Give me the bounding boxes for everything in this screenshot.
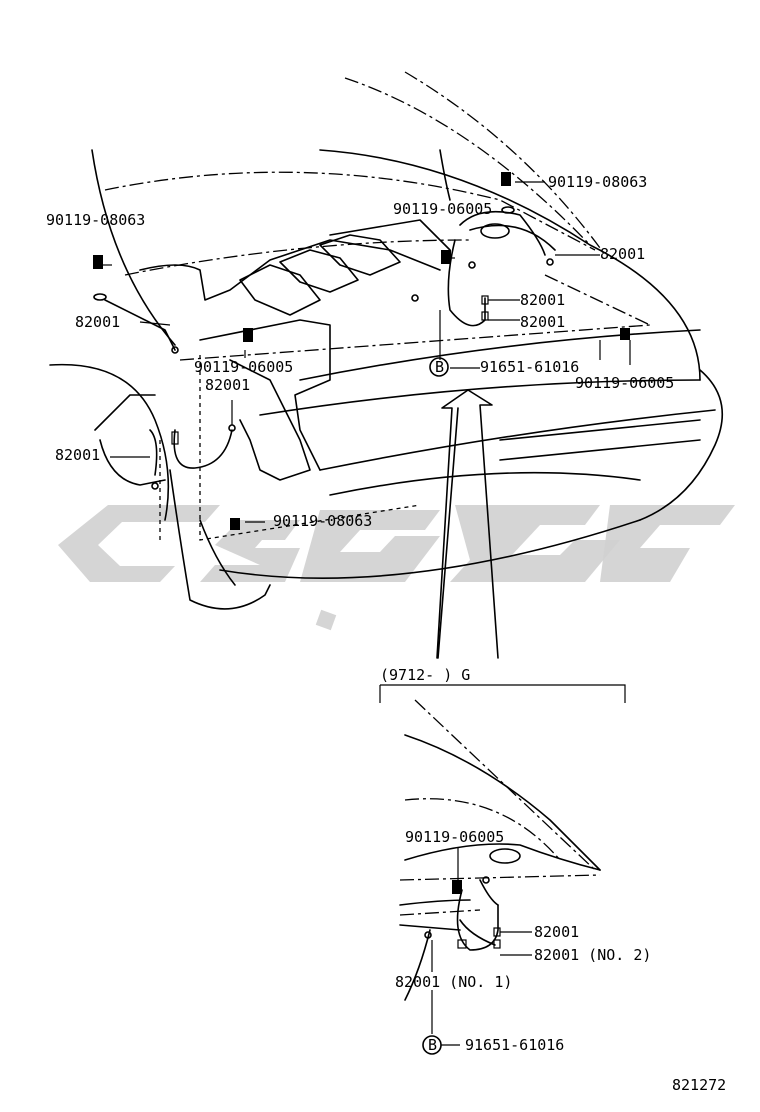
part-label-bolt-left-lower: 90119-06005 — [194, 358, 294, 376]
inset-part-label-wire-no2: 82001 (NO. 2) — [534, 946, 652, 964]
inset-view-lines — [379, 684, 626, 1055]
part-label-bolt-hood-center: 90119-06005 — [393, 200, 493, 218]
part-label-bolt-top-right: 90119-08063 — [548, 173, 648, 191]
inset-part-label-wire-upper: 82001 — [534, 923, 580, 941]
part-label-bolt-bottom: 90119-08063 — [273, 512, 373, 530]
main-view-lines — [49, 71, 723, 659]
diagram-number: 821272 — [672, 1076, 727, 1094]
part-label-wire-fender: 82001 — [205, 376, 251, 394]
inset-part-label-bolt: 90119-06005 — [405, 828, 505, 846]
part-label-bolt-right: 90119-06005 — [575, 374, 675, 392]
part-label-wire-center-lower: 82001 — [520, 313, 566, 331]
part-label-wire-hood-right: 82001 — [600, 245, 646, 263]
part-label-bolt-left: 90119-08063 — [46, 211, 146, 229]
inset-part-label-wire-no1: 82001 (NO. 1) — [395, 973, 513, 991]
part-label-wire-wheel: 82001 — [55, 446, 101, 464]
part-label-wire-center-upper: 82001 — [520, 291, 566, 309]
part-label-wire-left-upper: 82001 — [75, 313, 121, 331]
inset-bracket-label: (9712- ) G — [380, 666, 471, 684]
inset-part-label-clamp-b: 91651-61016 — [465, 1036, 565, 1054]
part-label-clamp-b: 91651-61016 — [480, 358, 580, 376]
inset-clamp-b-letter: B — [427, 1036, 438, 1054]
clamp-b-letter: B — [434, 358, 445, 376]
